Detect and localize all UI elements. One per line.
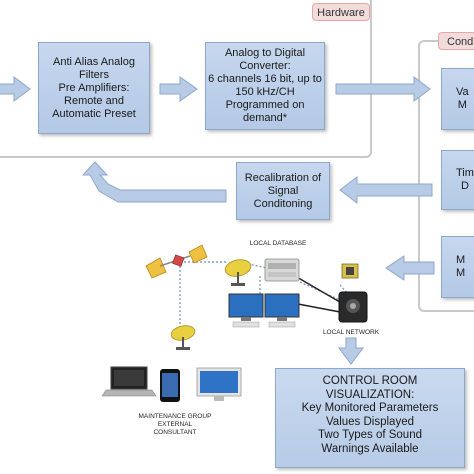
database-server-icon xyxy=(264,258,300,282)
workstation-monitor-icon xyxy=(228,293,264,328)
local-network-label: LOCAL NETWORK xyxy=(322,329,380,336)
right-block-timing: Tim D xyxy=(441,150,474,210)
network-router-icon xyxy=(338,291,368,323)
arrow-into-anti-alias xyxy=(0,76,31,102)
maintenance-label: MAINTENANCE GROUP EXTERNAL CONSULTANT xyxy=(138,413,212,436)
arrow-anti-alias-to-adc xyxy=(159,76,198,102)
block-arrows xyxy=(0,76,435,365)
arrow-adc-to-right xyxy=(335,76,431,102)
satellite-dish-icon xyxy=(170,325,196,350)
smartphone-icon xyxy=(160,369,180,402)
hardware-tab: Hardware xyxy=(312,3,370,21)
workstation-monitor-icon xyxy=(264,293,300,328)
right-block-monitor: M M xyxy=(441,236,474,298)
laptop-icon xyxy=(101,366,157,397)
satellite-icon xyxy=(145,244,208,279)
local-database-label: LOCAL DATABASE xyxy=(249,240,307,247)
arrow-recalibration-to-filters xyxy=(81,161,227,203)
arrow-right-to-network xyxy=(385,255,435,281)
arrow-network-to-control xyxy=(338,337,364,365)
adc-block: Analog to Digital Converter: 6 channels … xyxy=(205,42,325,130)
satellite-dish-icon xyxy=(224,259,252,286)
desktop-monitor-icon xyxy=(196,367,242,401)
conditioning-tab: Condi xyxy=(438,32,474,50)
right-block-values: Va M xyxy=(441,68,474,130)
network-chip-icon xyxy=(341,263,359,279)
network-solid-links xyxy=(294,275,346,313)
recalibration-block: Recalibration of Signal Conditoning xyxy=(236,162,330,220)
anti-alias-filter-block: Anti Alias Analog Filters Pre Amplifiers… xyxy=(38,42,150,134)
arrow-right-to-recalibration xyxy=(339,175,433,205)
hardware-panel xyxy=(0,0,372,158)
control-room-block: CONTROL ROOM VISUALIZATION: Key Monitore… xyxy=(275,368,465,468)
